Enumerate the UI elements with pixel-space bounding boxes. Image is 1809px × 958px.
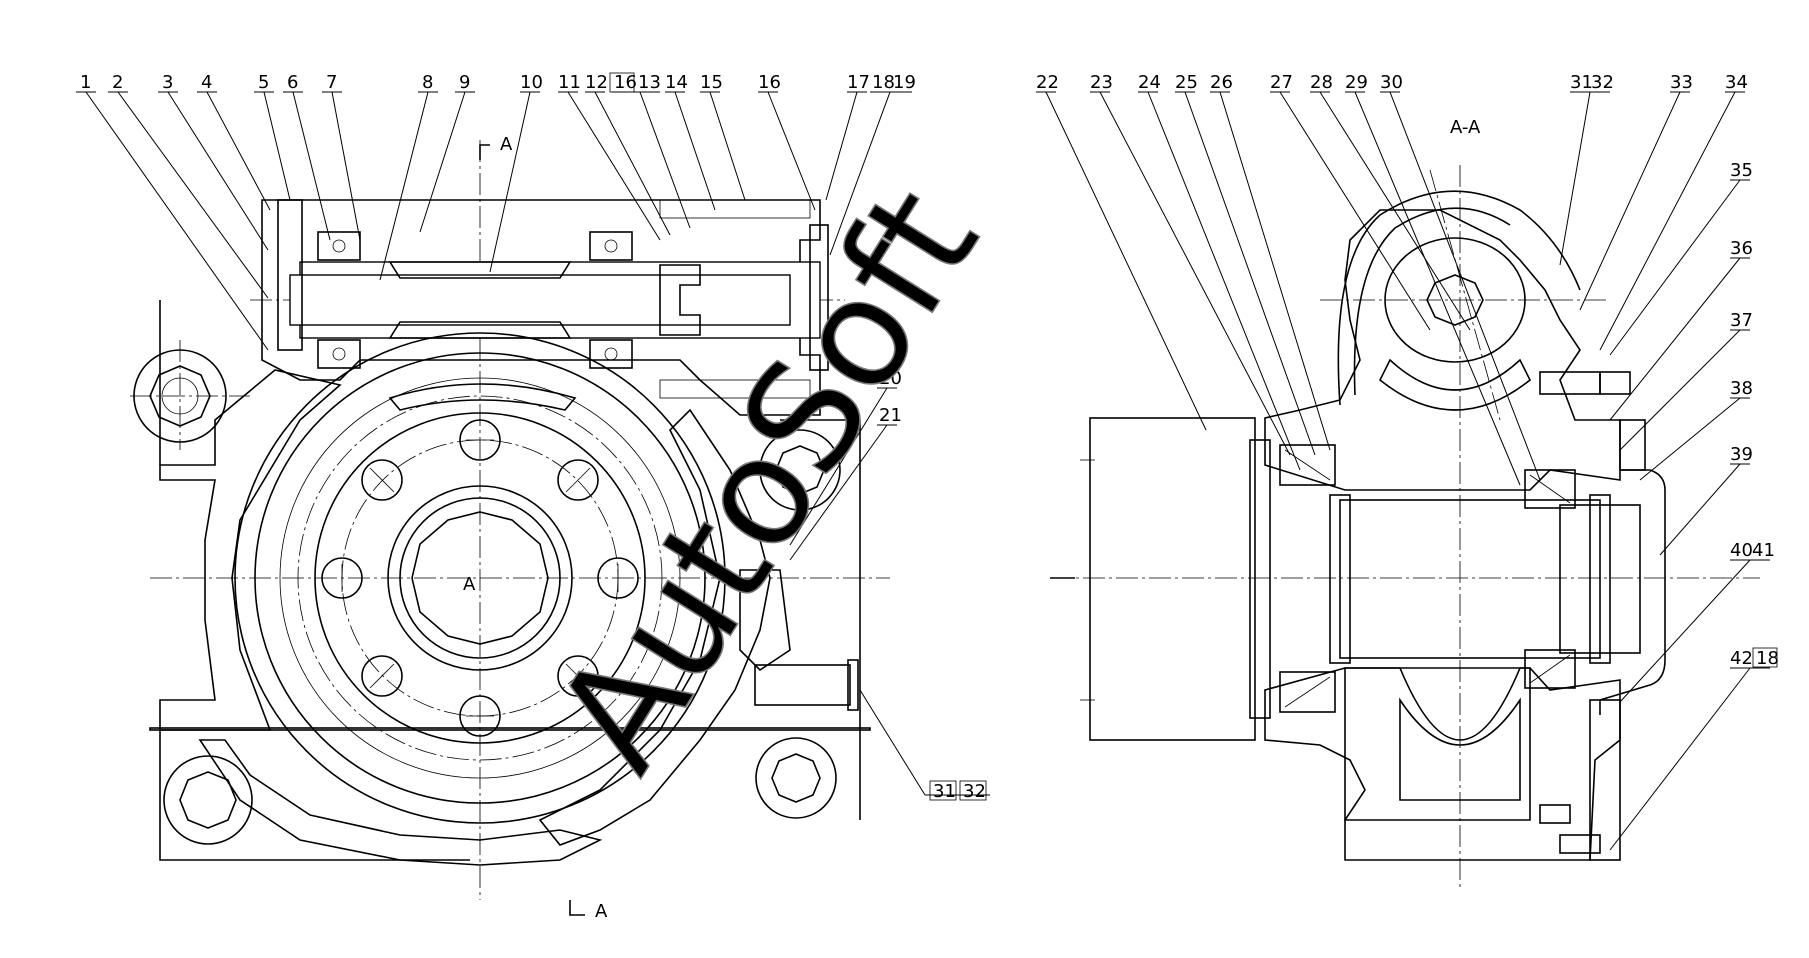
label-31: 31 bbox=[1570, 72, 1593, 93]
taper-bearing-right bbox=[1524, 469, 1576, 509]
label-24: 24 bbox=[1138, 72, 1161, 93]
label-9: 9 bbox=[459, 72, 470, 93]
label-16-boxed: 16 bbox=[614, 72, 637, 93]
label-29: 29 bbox=[1345, 72, 1368, 93]
bearing-right bbox=[589, 231, 633, 261]
section-mark-bottom: A bbox=[595, 901, 608, 922]
label-32-boxed: 32 bbox=[963, 781, 986, 802]
bearing-left-lower bbox=[317, 339, 361, 369]
side-seal bbox=[739, 569, 791, 672]
housing-right-wall bbox=[538, 408, 771, 846]
mounting-lug-top-right bbox=[759, 429, 841, 511]
bearing-right-lower bbox=[589, 339, 633, 369]
label-5: 5 bbox=[258, 72, 269, 93]
aa-housing-upper bbox=[1264, 209, 1621, 491]
label-1: 1 bbox=[80, 72, 91, 93]
worm-shaft bbox=[289, 274, 791, 326]
label-28: 28 bbox=[1310, 72, 1333, 93]
label-37: 37 bbox=[1730, 310, 1753, 331]
mounting-lug-top-left bbox=[133, 349, 227, 443]
label-16: 16 bbox=[758, 72, 781, 93]
cover-bolt-top bbox=[659, 199, 811, 219]
label-38: 38 bbox=[1730, 378, 1753, 399]
right-view bbox=[1050, 165, 1760, 890]
label-18-boxed: 18 bbox=[1756, 648, 1779, 669]
label-30: 30 bbox=[1380, 72, 1403, 93]
label-26: 26 bbox=[1210, 72, 1233, 93]
drum-flange bbox=[1249, 439, 1271, 719]
label-17: 17 bbox=[847, 72, 870, 93]
label-12: 12 bbox=[585, 72, 608, 93]
label-13: 13 bbox=[638, 72, 661, 93]
cover-bolt bbox=[1599, 371, 1631, 395]
bearing-left bbox=[317, 231, 361, 261]
label-20: 20 bbox=[879, 368, 902, 389]
label-19: 19 bbox=[893, 72, 916, 93]
end-cover bbox=[1599, 469, 1666, 715]
section-mark-top: A bbox=[500, 134, 513, 155]
label-8: 8 bbox=[422, 72, 433, 93]
center-mark: A bbox=[463, 574, 476, 595]
main-housing bbox=[159, 369, 342, 731]
label-35: 35 bbox=[1730, 160, 1753, 181]
label-32: 32 bbox=[1591, 72, 1614, 93]
drum bbox=[1089, 417, 1256, 741]
watermark: AutoSoft bbox=[523, 161, 1012, 800]
aa-housing-outer-dome bbox=[1337, 190, 1581, 406]
worm-wheel-outer bbox=[234, 332, 726, 824]
label-2: 2 bbox=[112, 72, 123, 93]
worm-gear-section bbox=[1384, 237, 1526, 363]
aa-housing-lower bbox=[1264, 667, 1621, 861]
mounting-lug-bottom-left bbox=[163, 755, 253, 845]
taper-bearing-left-lower bbox=[1279, 671, 1336, 713]
section-title: A-A bbox=[1450, 117, 1481, 138]
label-3: 3 bbox=[162, 72, 173, 93]
output-shaft bbox=[1339, 499, 1601, 659]
aa-wheel-hub bbox=[1344, 667, 1531, 821]
taper-bearing-right-lower bbox=[1524, 649, 1576, 689]
spline-coupling bbox=[659, 264, 701, 336]
label-42: 42 bbox=[1730, 648, 1753, 669]
mounting-lug-bottom-right bbox=[755, 737, 837, 819]
label-40: 40 bbox=[1730, 540, 1753, 561]
label-25: 25 bbox=[1175, 72, 1198, 93]
label-14: 14 bbox=[665, 72, 688, 93]
label-7: 7 bbox=[326, 72, 337, 93]
label-15: 15 bbox=[700, 72, 723, 93]
taper-bearing-left bbox=[1279, 444, 1336, 486]
label-10: 10 bbox=[520, 72, 543, 93]
wheel-rim-section bbox=[388, 383, 577, 411]
limit-screw bbox=[754, 664, 851, 706]
label-39: 39 bbox=[1730, 444, 1753, 465]
label-21: 21 bbox=[879, 405, 902, 426]
worm-thread bbox=[388, 261, 572, 279]
worm-thread-lower bbox=[388, 321, 572, 339]
label-27: 27 bbox=[1270, 72, 1293, 93]
label-23: 23 bbox=[1090, 72, 1113, 93]
label-22: 22 bbox=[1036, 72, 1059, 93]
housing-bottom bbox=[198, 739, 603, 866]
worm-housing bbox=[261, 199, 821, 416]
label-31-boxed: 31 bbox=[933, 781, 956, 802]
label-34: 34 bbox=[1725, 72, 1748, 93]
label-18: 18 bbox=[872, 72, 895, 93]
label-41: 41 bbox=[1752, 540, 1775, 561]
wheel-bolts bbox=[321, 419, 639, 737]
label-6: 6 bbox=[287, 72, 298, 93]
section-markers: A-A A A A bbox=[463, 117, 1481, 922]
leader-lines bbox=[76, 91, 1770, 851]
cover-bolt-bottom bbox=[659, 379, 811, 399]
left-view bbox=[130, 140, 890, 916]
flange-cover bbox=[809, 224, 829, 371]
part-number-labels: 1 2 3 4 5 6 7 8 9 10 11 12 16 13 14 15 1… bbox=[80, 72, 1779, 802]
label-4: 4 bbox=[201, 72, 212, 93]
label-36: 36 bbox=[1730, 238, 1753, 259]
hub-spline bbox=[411, 511, 549, 645]
label-11: 11 bbox=[558, 72, 581, 93]
label-33: 33 bbox=[1670, 72, 1693, 93]
